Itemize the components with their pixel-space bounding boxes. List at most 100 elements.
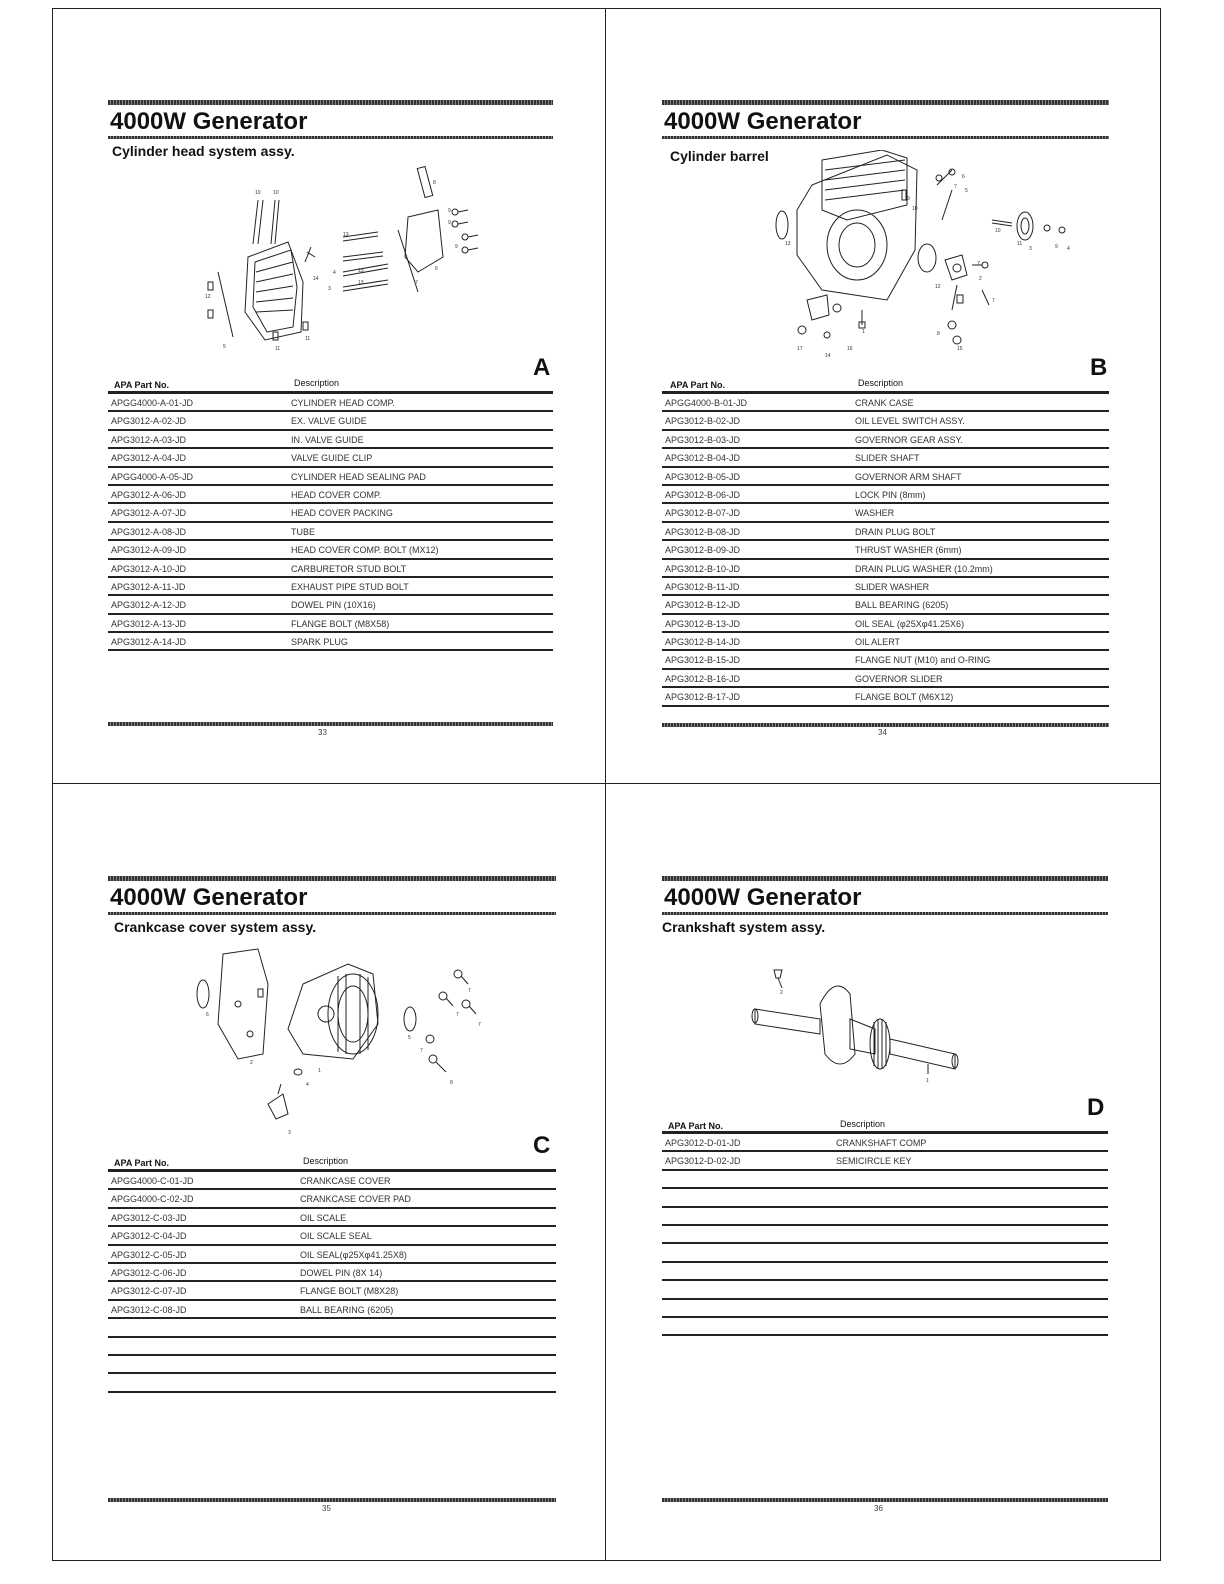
part-number: APGG4000-C-02-JD bbox=[111, 1194, 194, 1205]
part-number: APG3012-C-03-JD bbox=[111, 1212, 187, 1223]
page-number: 34 bbox=[878, 728, 887, 737]
svg-text:1: 1 bbox=[862, 329, 865, 335]
part-number: APGG4000-A-01-JD bbox=[111, 398, 194, 408]
part-description: FLANGE BOLT (M6X12) bbox=[855, 692, 954, 703]
title-underline bbox=[662, 136, 1109, 139]
table-row: APG3012-A-12-JD DOWEL PIN (10X16) bbox=[108, 596, 553, 615]
blank-row bbox=[108, 1338, 556, 1356]
svg-text:3: 3 bbox=[288, 1130, 291, 1134]
svg-text:3: 3 bbox=[1029, 246, 1032, 252]
section-subtitle: Cylinder barrel bbox=[670, 148, 769, 164]
blank-row bbox=[662, 1189, 1108, 1208]
svg-text:7: 7 bbox=[415, 280, 418, 286]
table-row: APG3012-B-17-JD FLANGE BOLT (M6X12) bbox=[662, 688, 1109, 707]
page-divider-vertical bbox=[605, 8, 606, 1561]
part-description: TUBE bbox=[291, 526, 316, 537]
svg-text:2: 2 bbox=[979, 276, 982, 282]
part-description: CARBURETOR STUD BOLT bbox=[291, 563, 407, 574]
part-number: APG3012-A-09-JD bbox=[111, 545, 187, 556]
svg-text:7: 7 bbox=[456, 1012, 459, 1018]
title-underline bbox=[662, 912, 1108, 915]
part-number: APG3012-B-17-JD bbox=[665, 692, 741, 703]
svg-text:7: 7 bbox=[478, 1022, 481, 1028]
part-description: THRUST WASHER (6mm) bbox=[855, 545, 962, 556]
svg-text:9: 9 bbox=[448, 220, 451, 226]
svg-text:13: 13 bbox=[785, 241, 791, 247]
part-description: DOWEL PIN (10X16) bbox=[291, 600, 376, 611]
part-description: EX. VALVE GUIDE bbox=[291, 416, 367, 427]
column-header-part: APA Part No. bbox=[114, 1158, 170, 1168]
part-number: APG3012-A-12-JD bbox=[111, 600, 187, 611]
blank-row bbox=[662, 1281, 1108, 1300]
part-description: CRANKCASE COVER PAD bbox=[300, 1194, 411, 1205]
part-number: APG3012-B-04-JD bbox=[665, 453, 741, 464]
blank-row bbox=[662, 1263, 1108, 1282]
part-number: APG3012-C-08-JD bbox=[111, 1304, 187, 1315]
blank-row bbox=[108, 1319, 556, 1338]
table-row: APG3012-C-03-JD OIL SCALE bbox=[108, 1209, 556, 1228]
svg-text:5: 5 bbox=[408, 1035, 411, 1041]
page-a: 4000W Generator Cylinder head system ass… bbox=[108, 100, 553, 740]
section-subtitle: Crankshaft system assy. bbox=[662, 919, 826, 935]
part-description: SLIDER SHAFT bbox=[855, 453, 920, 464]
page-number: 35 bbox=[322, 1504, 331, 1513]
part-number: APG3012-D-02-JD bbox=[665, 1156, 741, 1167]
part-number: APG3012-B-11-JD bbox=[665, 581, 740, 592]
title-rule bbox=[662, 876, 1108, 881]
svg-text:4: 4 bbox=[1067, 246, 1070, 252]
svg-text:17: 17 bbox=[797, 346, 803, 352]
part-description: FLANGE NUT (M10) and O-RING bbox=[855, 655, 991, 666]
part-description: OIL SEAL(φ25Xφ41.25X8) bbox=[300, 1249, 407, 1260]
part-number: APG3012-C-06-JD bbox=[111, 1267, 187, 1278]
part-description: CRANKCASE COVER bbox=[300, 1176, 391, 1186]
svg-text:9: 9 bbox=[1055, 244, 1058, 250]
part-number: APG3012-A-04-JD bbox=[111, 453, 187, 464]
part-description: IN. VALVE GUIDE bbox=[291, 434, 364, 445]
table-row: APGG4000-C-02-JD CRANKCASE COVER PAD bbox=[108, 1190, 556, 1209]
part-description: GOVERNOR ARM SHAFT bbox=[855, 471, 962, 482]
svg-text:4: 4 bbox=[333, 270, 336, 276]
part-description: CRANK CASE bbox=[855, 398, 914, 408]
table-row: APG3012-B-04-JD SLIDER SHAFT bbox=[662, 449, 1109, 468]
page-title: 4000W Generator bbox=[664, 884, 862, 911]
blank-row bbox=[662, 1300, 1108, 1318]
column-header-description: Description bbox=[840, 1119, 886, 1129]
svg-text:2: 2 bbox=[250, 1060, 253, 1066]
svg-text:9: 9 bbox=[455, 244, 458, 250]
page-divider-horizontal bbox=[52, 783, 1161, 784]
part-description: OIL SEAL (φ25Xφ41.25X6) bbox=[855, 618, 965, 629]
blank-row bbox=[662, 1244, 1108, 1263]
svg-text:3: 3 bbox=[328, 286, 331, 292]
part-number: APG3012-A-07-JD bbox=[111, 508, 187, 519]
part-description: FLANGE BOLT (M8X58) bbox=[291, 618, 390, 629]
svg-text:10: 10 bbox=[273, 190, 279, 196]
svg-text:8: 8 bbox=[433, 180, 436, 186]
svg-text:7: 7 bbox=[977, 261, 980, 267]
part-description: DRAIN PLUG BOLT bbox=[855, 526, 936, 537]
part-description: OIL SCALE bbox=[300, 1212, 347, 1223]
part-number: APG3012-C-04-JD bbox=[111, 1231, 187, 1242]
part-description: GOVERNOR GEAR ASSY. bbox=[855, 434, 963, 445]
column-header-description: Description bbox=[858, 378, 904, 388]
footer-rule bbox=[108, 1498, 556, 1502]
page-title: 4000W Generator bbox=[110, 108, 308, 135]
part-description: BALL BEARING (6205) bbox=[300, 1304, 394, 1315]
blank-row bbox=[662, 1318, 1108, 1337]
part-number: APG3012-B-13-JD bbox=[665, 618, 741, 629]
svg-text:2: 2 bbox=[780, 990, 783, 996]
part-number: APG3012-B-05-JD bbox=[665, 471, 741, 482]
